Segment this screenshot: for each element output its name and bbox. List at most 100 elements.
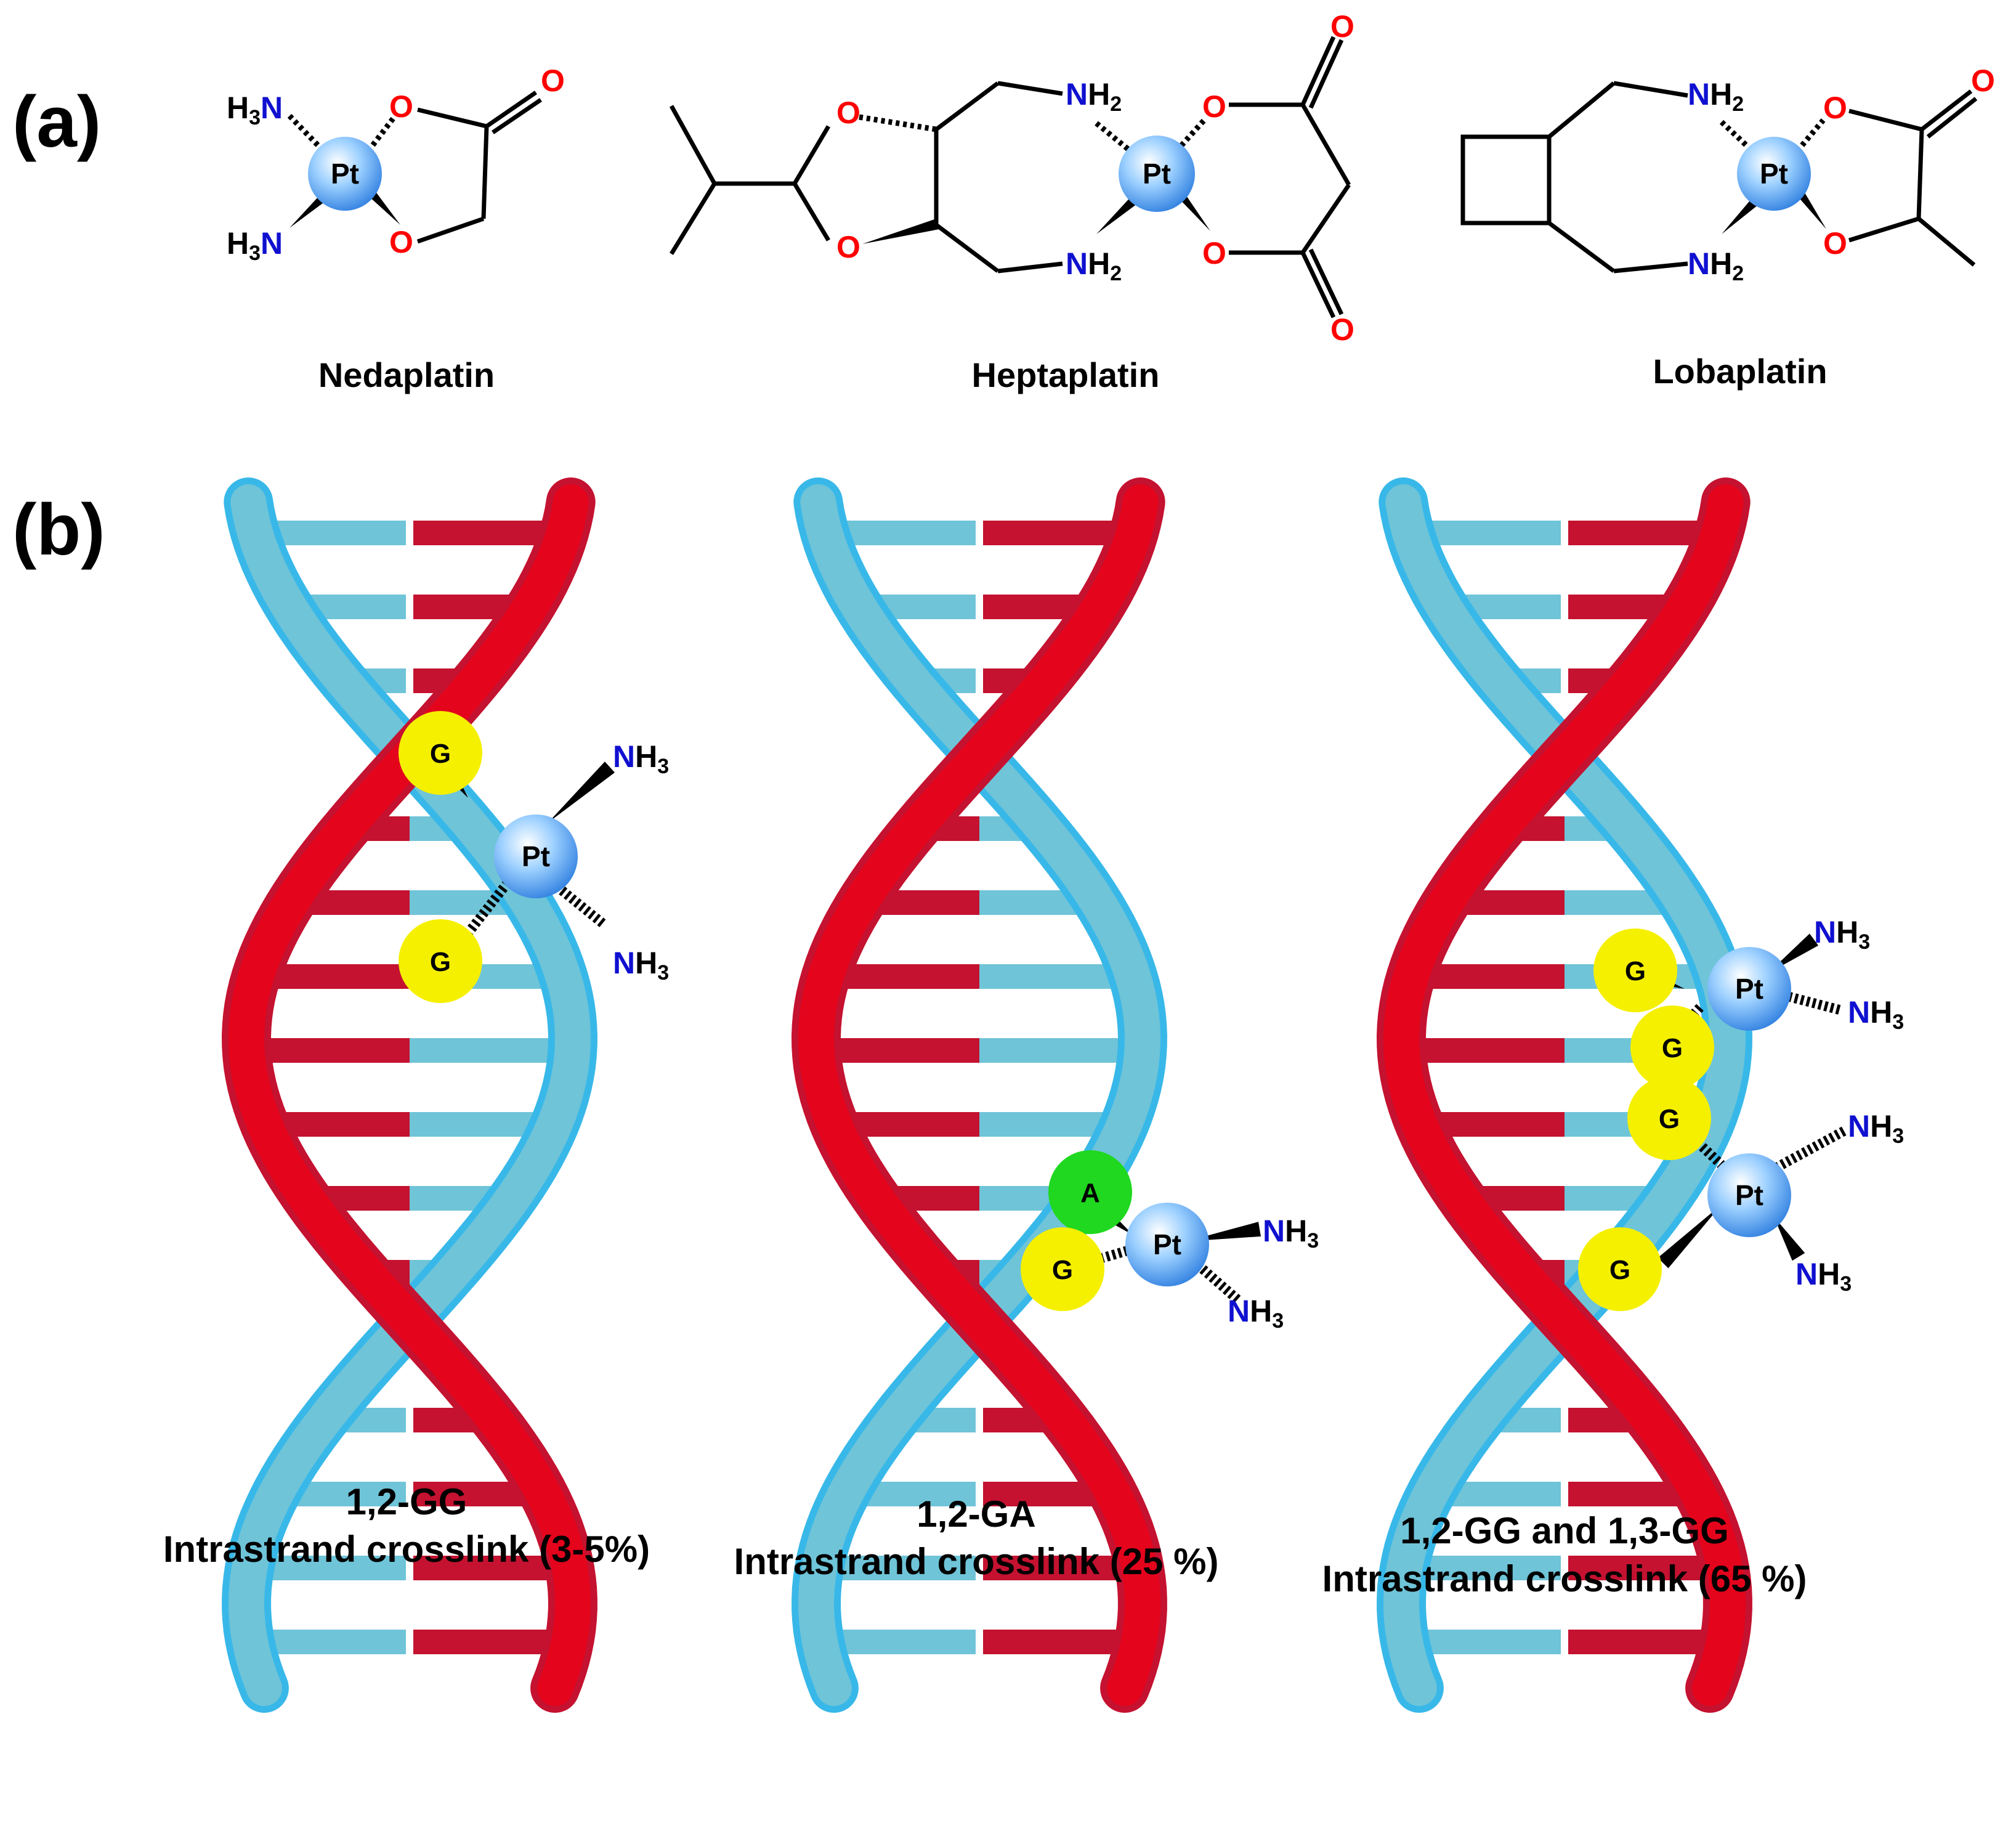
adenine-base: A [1048,1150,1132,1234]
pt-atom-icon [494,814,578,898]
heptaplatin-name: Heptaplatin [972,355,1160,394]
red-strand [228,484,591,1706]
pt-label: Pt [1760,158,1788,190]
lobaplatin-atoms: NH2 NH2 O O O [1688,63,1995,285]
base-icon [1627,1076,1711,1160]
pt-center: Pt [1707,947,1791,1031]
svg-text:O: O [1823,91,1847,125]
base-label: G [1659,1104,1680,1134]
svg-text:O: O [541,63,565,98]
panel-a-label: (a) [12,81,101,163]
nh3-label: NH3 [613,946,669,985]
pt-label: Pt [1143,158,1171,190]
pt-atom-icon [308,137,382,211]
lobaplatin-structure [1460,81,1978,274]
helix2-dna [791,477,1168,1713]
pt-center: Pt [494,814,578,898]
guanine-base: G [399,711,482,795]
base-icon [399,919,482,1003]
wedge-bond [548,762,615,822]
nh3-label: NH3 [1228,1294,1284,1333]
base-pair-blue [410,1038,569,1063]
panel-b-label: (b) [12,489,105,571]
guanine-base: G [1630,1005,1714,1089]
nh3-label: NH3 [1263,1214,1319,1253]
svg-text:O: O [1971,63,1995,98]
svg-text:O: O [1330,9,1354,44]
pt-label: Pt [331,158,359,190]
helix3-caption-line1: 1,2-GG and 1,3-GG [1400,1510,1728,1551]
svg-text:O: O [1202,236,1226,270]
red-strand [798,484,1160,1706]
guanine-base: G [1021,1227,1104,1311]
base-icon [399,711,482,795]
helix3-dna [1376,477,1753,1713]
heptaplatin-structure [669,36,1351,319]
pt-label: Pt [522,840,550,872]
pt-center: Pt [1125,1203,1209,1286]
hashed-bond [1185,1253,1242,1304]
svg-text:NH2: NH2 [1066,246,1122,285]
svg-text:O: O [389,89,413,124]
wedge-bond [1774,1217,1805,1261]
pt-atom-icon [1737,137,1811,211]
blue-strand [229,484,591,1706]
base-icon [1021,1227,1104,1311]
nh3-label: NH3 [1795,1257,1852,1296]
nedaplatin-name: Nedaplatin [318,355,495,394]
base-icon [1048,1150,1132,1234]
base-label: G [1052,1255,1073,1285]
nedaplatin-atoms: H3N H3N O O O [227,63,565,265]
hashed-bond [520,855,607,928]
wedge-bond [1658,1204,1722,1269]
helix1-caption-line2: Intrastrand crosslink (3-5%) [163,1529,650,1570]
guanine-base: G [1627,1076,1711,1160]
nh3-label: NH3 [613,739,669,778]
pt-atom-icon [1707,947,1791,1031]
base-label: G [1625,956,1646,986]
base-pair-red [250,1038,410,1063]
nh3-label: NH3 [1848,995,1904,1034]
pt-atom-icon [1125,1203,1209,1286]
nh3-label: NH3 [1848,1109,1904,1148]
blue-strand [1383,484,1746,1706]
red-strand [1383,484,1746,1706]
base-icon [1578,1227,1662,1311]
svg-text:H3N: H3N [227,91,283,129]
base-pair-blue [979,1038,1139,1063]
helix3-caption-line2: Intrastrand crosslink (65 %) [1322,1558,1807,1599]
helix1-caption-line1: 1,2-GG [346,1481,468,1522]
blue-strand [798,484,1161,1706]
helix2-caption-line2: Intrastrand crosslink (25 %) [734,1541,1219,1582]
base-pair-red [820,1038,979,1063]
base-label: G [430,947,451,977]
pt-atom-icon [1119,136,1195,212]
svg-text:O: O [389,225,413,259]
svg-text:O: O [836,95,860,130]
helix2-caption-line1: 1,2-GA [917,1493,1035,1535]
pt-atom-icon [1707,1153,1791,1237]
base-label: A [1080,1178,1100,1208]
pt-center: Pt [1707,1153,1791,1237]
hashed-bond [1768,1126,1847,1176]
base-icon [1630,1005,1714,1089]
guanine-base: G [399,919,482,1003]
svg-text:O: O [1823,226,1847,261]
guanine-base: G [1578,1227,1662,1311]
lobaplatin-name: Lobaplatin [1653,352,1827,391]
pt-label: Pt [1735,973,1763,1005]
nh3-label: NH3 [1814,915,1870,954]
base-icon [1593,928,1677,1012]
base-label: G [1609,1255,1630,1285]
heptaplatin-atoms: O O NH2 NH2 O O O O [836,9,1354,347]
svg-text:H3N: H3N [227,226,283,265]
base-label: G [430,739,451,769]
pt-label: Pt [1153,1229,1181,1261]
svg-text:O: O [1202,89,1226,124]
dna-helices [221,477,1753,1713]
svg-text:O: O [1330,312,1354,347]
svg-text:NH2: NH2 [1688,246,1744,285]
svg-text:NH2: NH2 [1066,77,1122,116]
